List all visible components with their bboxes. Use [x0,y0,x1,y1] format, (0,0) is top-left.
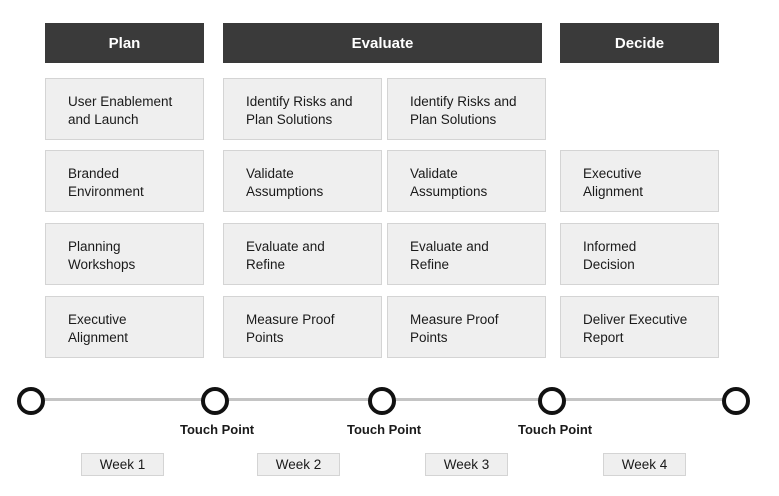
evaluate2-card-evaluate-refine: Evaluate and Refine [387,223,546,285]
evaluate2-card-identify-risks: Identify Risks and Plan Solutions [387,78,546,140]
timeline-node-end [722,387,750,415]
phase-header-decide: Decide [560,23,719,63]
phase-header-evaluate: Evaluate [223,23,542,63]
timeline-node-touch-point-2 [368,387,396,415]
touch-point-label-3: Touch Point [518,422,593,437]
decide-card-executive-alignment: Executive Alignment [560,150,719,212]
evaluate1-card-evaluate-refine: Evaluate and Refine [223,223,382,285]
plan-card-user-enablement: User Enablement and Launch [45,78,204,140]
touch-point-label-1: Touch Point [180,422,255,437]
evaluate1-card-identify-risks: Identify Risks and Plan Solutions [223,78,382,140]
evaluate1-card-measure-proof: Measure Proof Points [223,296,382,358]
evaluate2-card-validate-assumptions: Validate Assumptions [387,150,546,212]
week-label-1: Week 1 [81,453,164,476]
evaluate2-card-measure-proof: Measure Proof Points [387,296,546,358]
touch-point-label-2: Touch Point [347,422,422,437]
timeline-node-start [17,387,45,415]
plan-card-planning-workshops: Planning Workshops [45,223,204,285]
timeline-node-touch-point-3 [538,387,566,415]
week-label-3: Week 3 [425,453,508,476]
decide-card-informed-decision: Informed Decision [560,223,719,285]
timeline-node-touch-point-1 [201,387,229,415]
week-label-4: Week 4 [603,453,686,476]
plan-card-branded-environment: Branded Environment [45,150,204,212]
plan-card-executive-alignment: Executive Alignment [45,296,204,358]
phase-header-plan: Plan [45,23,204,63]
evaluate1-card-validate-assumptions: Validate Assumptions [223,150,382,212]
decide-card-deliver-report: Deliver Executive Report [560,296,719,358]
week-label-2: Week 2 [257,453,340,476]
